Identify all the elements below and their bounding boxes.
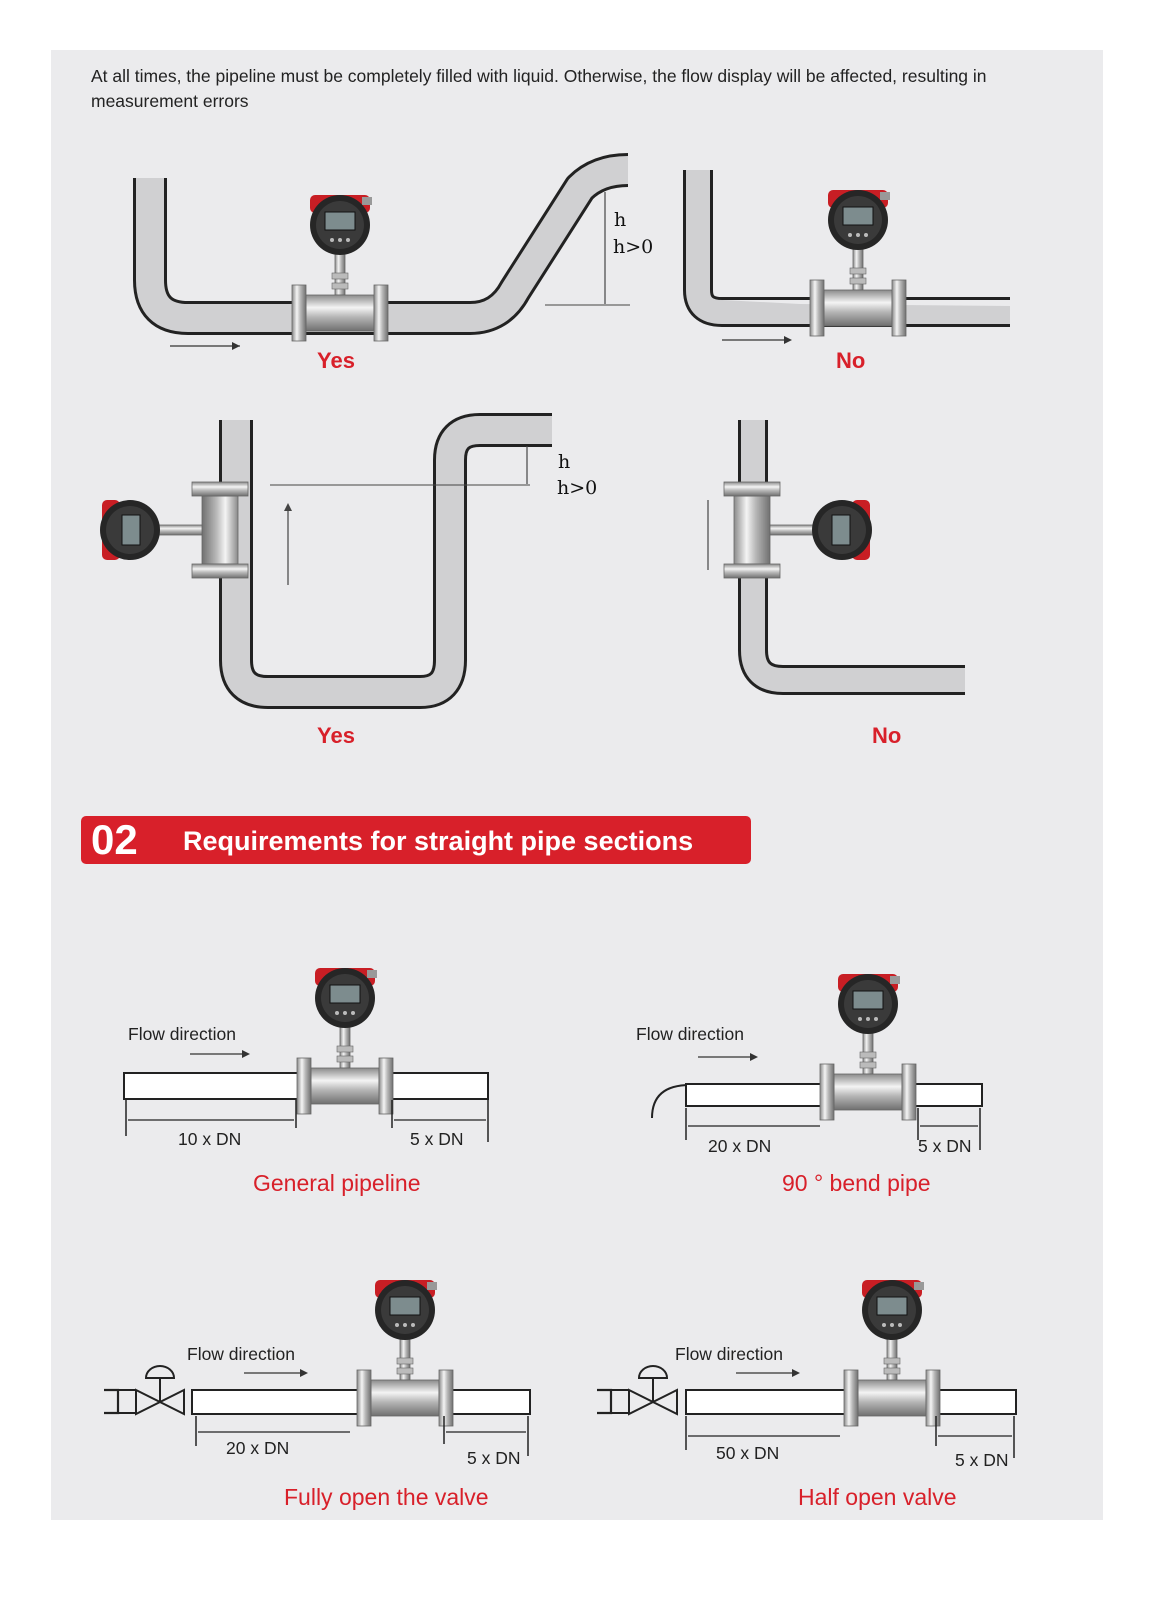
content-panel [51, 50, 1103, 1520]
flow-direction-label: Flow direction [187, 1344, 295, 1364]
valve-icon [597, 1365, 678, 1416]
result-yes-label: Yes [317, 723, 355, 748]
diagram-yes-vertical: h h>0 Yes [99, 413, 597, 748]
flow-direction-label: Flow direction [636, 1024, 744, 1044]
upstream-length: 20 x DN [708, 1136, 771, 1156]
section-title: Requirements for straight pipe sections [183, 826, 694, 856]
downstream-length: 5 x DN [467, 1448, 520, 1468]
downstream-length: 5 x DN [955, 1450, 1008, 1470]
downstream-length: 5 x DN [410, 1129, 463, 1149]
valve-icon [104, 1365, 185, 1416]
h-label: h [558, 451, 570, 473]
upstream-length: 50 x DN [716, 1443, 779, 1463]
section-banner: 02 Requirements for straight pipe sectio… [81, 816, 751, 864]
diagram-no-vertical: No [707, 420, 965, 748]
flow-direction-label: Flow direction [128, 1024, 236, 1044]
flow-direction-label: Flow direction [675, 1344, 783, 1364]
upstream-length: 20 x DN [226, 1438, 289, 1458]
result-yes-label: Yes [317, 348, 355, 373]
upstream-length: 10 x DN [178, 1129, 241, 1149]
h-condition: h>0 [613, 236, 653, 258]
diagram-no-horizontal: No [683, 170, 1010, 373]
diagram-fully-open-valve: Flow direction 20 x DN 5 x DN Fully open… [104, 1279, 531, 1510]
caption: 90 ° bend pipe [782, 1170, 931, 1196]
diagram-yes-horizontal: h h>0 Yes [133, 153, 653, 373]
diagram-half-open-valve: Flow direction 50 x DN 5 x DN Half open … [597, 1279, 1017, 1510]
result-no-label: No [872, 723, 901, 748]
diagram-90-bend: Flow direction 20 x DN 5 x DN 90 ° bend … [636, 973, 983, 1196]
caption: Fully open the valve [284, 1484, 489, 1510]
section-number: 02 [91, 816, 138, 863]
h-label: h [614, 209, 626, 231]
caption: Half open valve [798, 1484, 957, 1510]
result-no-label: No [836, 348, 865, 373]
caption: General pipeline [253, 1170, 421, 1196]
intro-text: At all times, the pipeline must be compl… [91, 66, 987, 111]
downstream-length: 5 x DN [918, 1136, 971, 1156]
h-condition: h>0 [557, 477, 597, 499]
diagram-general-pipeline: Flow direction 10 x DN 5 x DN General pi… [123, 967, 489, 1196]
